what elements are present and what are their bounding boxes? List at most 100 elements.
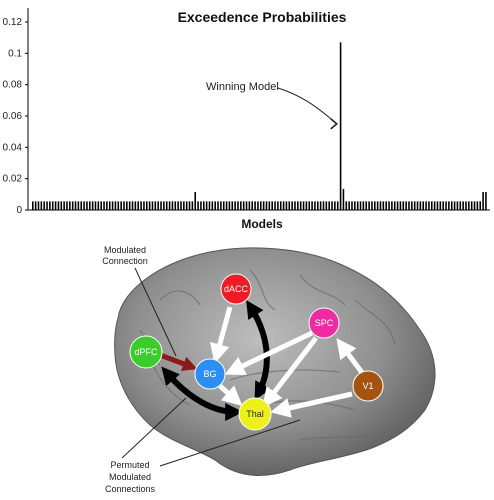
bar	[468, 201, 470, 210]
bar	[168, 201, 171, 210]
bar	[422, 201, 425, 210]
bar	[165, 201, 168, 210]
bar	[191, 201, 194, 210]
bar	[117, 201, 120, 210]
bar	[54, 201, 57, 210]
bar	[317, 201, 319, 210]
y-tick-label: 0.12	[3, 17, 23, 28]
bar	[111, 201, 114, 210]
bar	[180, 201, 182, 210]
bar	[77, 201, 80, 210]
bar	[248, 201, 251, 210]
bar	[297, 201, 299, 210]
spc-thal-connection	[262, 336, 318, 408]
bar	[205, 201, 208, 210]
bar	[396, 201, 399, 210]
bar	[217, 201, 219, 210]
node-dacc-label: dACC	[224, 284, 249, 294]
bar	[211, 201, 214, 210]
bar	[177, 201, 179, 210]
bar	[322, 201, 325, 210]
bar	[242, 201, 245, 210]
y-tick-label: 0.04	[3, 142, 23, 153]
bar	[231, 201, 234, 210]
bar	[419, 201, 422, 210]
modulated-label-line2: Connection	[102, 256, 148, 266]
bar	[445, 201, 447, 210]
node-v1: V1	[352, 370, 384, 402]
bar	[163, 201, 165, 210]
bar	[428, 201, 430, 210]
bar	[345, 201, 348, 210]
bar	[308, 201, 311, 210]
bar	[188, 201, 191, 210]
permuted-label-line3: Connections	[105, 484, 156, 494]
bar	[106, 201, 108, 210]
bar	[103, 201, 105, 210]
bar	[436, 201, 439, 210]
bar	[476, 201, 479, 210]
bar	[203, 201, 205, 210]
bar	[43, 201, 45, 210]
bar	[425, 201, 427, 210]
bar	[279, 201, 282, 210]
bar	[114, 201, 117, 210]
bar	[200, 201, 202, 210]
bar	[208, 201, 211, 210]
bar	[439, 201, 442, 210]
bar	[351, 201, 353, 210]
permuted-label-line1: Permuted	[110, 460, 149, 470]
bar	[240, 201, 242, 210]
bar	[371, 201, 373, 210]
node-v1-label: V1	[362, 381, 373, 391]
bar	[462, 201, 464, 210]
bar	[485, 191, 487, 210]
modulated-connection-annotation: Modulated Connection	[102, 245, 177, 357]
bar	[134, 201, 137, 210]
bar	[63, 201, 65, 210]
bar	[154, 201, 157, 210]
v1-thal-connection	[270, 391, 353, 418]
bar	[80, 201, 83, 210]
dpfc-thal-connection	[161, 366, 244, 421]
bar	[174, 201, 177, 210]
bar	[470, 201, 473, 210]
bar	[393, 201, 396, 210]
bar	[274, 201, 276, 210]
bar	[411, 201, 413, 210]
bar	[385, 201, 387, 210]
bar	[234, 201, 236, 210]
node-thal-circle	[238, 397, 272, 431]
y-tick-label: 0.08	[3, 80, 23, 91]
bar	[66, 201, 68, 210]
bar	[302, 201, 305, 210]
node-spc-circle	[308, 307, 340, 339]
bar	[123, 201, 125, 210]
permuted-pointer-2	[159, 419, 301, 467]
bar	[416, 201, 419, 210]
bar	[328, 201, 330, 210]
bar	[245, 201, 248, 210]
bar	[465, 201, 467, 210]
bar	[482, 191, 484, 210]
x-axis-label: Models	[241, 217, 283, 231]
bar	[379, 201, 382, 210]
bar	[157, 201, 159, 210]
bar	[277, 201, 279, 210]
permuted-connections-annotation: Permuted Modulated Connections	[105, 397, 301, 494]
bar	[354, 201, 356, 210]
winning-model-pointer-head	[330, 118, 339, 130]
bar	[40, 201, 43, 210]
bar	[456, 201, 459, 210]
node-spc: SPC	[308, 307, 340, 339]
bar	[271, 201, 273, 210]
bar	[282, 201, 285, 210]
bar	[100, 201, 102, 210]
bar	[237, 201, 239, 210]
bar	[376, 201, 379, 210]
bar	[262, 201, 265, 210]
bar	[459, 201, 462, 210]
bar	[51, 201, 54, 210]
bar	[126, 201, 128, 210]
